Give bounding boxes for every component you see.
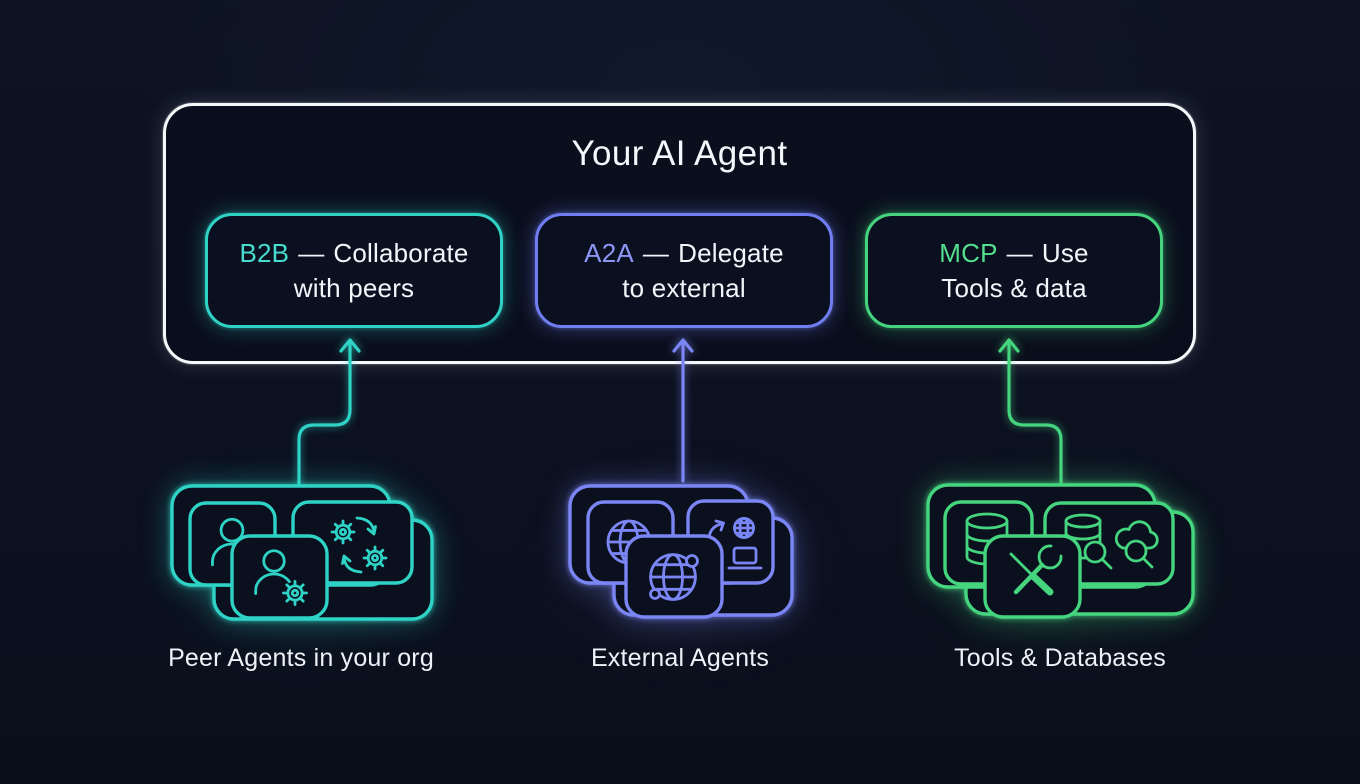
protocol-action: Delegate (678, 237, 784, 268)
cluster-tools-databases (926, 483, 1195, 619)
label-tools-databases: Tools & Databases (954, 644, 1166, 672)
page-title: Your AI Agent (571, 134, 788, 173)
cloud-search-icon (1114, 520, 1159, 569)
dash-separator: — (298, 237, 325, 268)
label-peer-agents: Peer Agents in your org (168, 644, 434, 672)
protocol-detail: Tools & data (941, 272, 1087, 303)
label-external-agents: External Agents (590, 644, 770, 672)
agent-frame: Your AI Agent B2B — Collaborate with pee… (163, 103, 1196, 364)
connector-external-to-a2a-arrow (672, 338, 694, 483)
protocol-line1: MCP — Use (939, 236, 1088, 271)
protocol-action: Use (1041, 237, 1089, 268)
arrowhead-icon (998, 338, 1020, 353)
protocol-detail: with peers (293, 272, 415, 303)
protocol-box-b2b: B2B — Collaborate with peers (205, 213, 503, 328)
connector-tools-to-mcp-arrow (998, 338, 1063, 486)
globe-network-icon (649, 553, 699, 601)
database-search-icon (1064, 513, 1113, 570)
tools-icon (1009, 544, 1063, 596)
protocol-line1: A2A — Delegate (584, 236, 784, 271)
protocol-name: MCP (939, 237, 998, 268)
protocol-line1: B2B — Collaborate (239, 236, 468, 271)
protocol-detail: to external (622, 272, 746, 303)
gears-sync-icon (330, 516, 388, 574)
laptop-delegate-icon (707, 517, 763, 570)
protocol-box-a2a: A2A — Delegate to external (535, 213, 833, 328)
protocol-action: Collaborate (333, 237, 469, 268)
cluster-external-agents (568, 484, 794, 619)
tile-person-gear (230, 534, 329, 620)
protocol-name: A2A (584, 237, 634, 268)
dash-separator: — (642, 237, 670, 268)
arrowhead-icon (339, 338, 361, 353)
arrowhead-icon (672, 338, 694, 353)
connector-peer-to-b2b-arrow (297, 338, 361, 489)
protocol-name: B2B (239, 237, 290, 268)
dash-separator: — (1006, 237, 1033, 268)
protocol-box-mcp: MCP — Use Tools & data (865, 213, 1163, 328)
cluster-peer-agents (170, 484, 434, 621)
